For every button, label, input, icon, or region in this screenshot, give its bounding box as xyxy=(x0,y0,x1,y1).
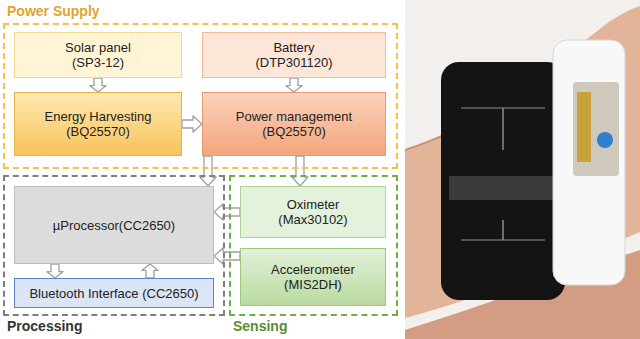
circuit-board xyxy=(577,92,591,162)
block-arrow xyxy=(214,204,240,220)
housing-cavity xyxy=(573,82,619,176)
photo-background xyxy=(405,0,640,339)
ring-window xyxy=(449,176,561,200)
block-arrow xyxy=(182,116,202,132)
solar-cell-line xyxy=(502,108,504,150)
component-box: Bluetooth Interface (CC2650) xyxy=(14,278,214,308)
solar-cell-line xyxy=(502,220,504,240)
sensing-group: SensingOximeter (Max30102)Accelerometer … xyxy=(229,175,398,316)
group-heading: Power Supply xyxy=(7,3,100,19)
component-label: Power management (BQ25570) xyxy=(227,109,362,139)
component-box: Battery (DTP301120) xyxy=(202,32,386,78)
component-box: µProcessor(CC2650) xyxy=(14,186,214,264)
block-arrow xyxy=(142,264,158,278)
ring-band xyxy=(441,62,565,300)
component-box: Accelerometer (MIS2DH) xyxy=(240,248,386,306)
power-supply-group: Power SupplySolar panel (SP3-12)Battery … xyxy=(3,23,398,169)
finger xyxy=(405,6,640,318)
component-label: µProcessor(CC2650) xyxy=(53,218,175,233)
component-label: Bluetooth Interface (CC2650) xyxy=(29,286,198,301)
component-box: Energy Harvesting (BQ25570) xyxy=(14,92,182,156)
component-label: Accelerometer (MIS2DH) xyxy=(253,262,373,292)
block-arrow xyxy=(200,156,216,186)
component-box: Power management (BQ25570) xyxy=(202,92,386,156)
block-arrow xyxy=(292,156,308,186)
ring-photo xyxy=(405,0,640,339)
component-label: Solar panel (SP3-12) xyxy=(48,40,148,70)
processing-group: ProcessingµProcessor(CC2650)Bluetooth In… xyxy=(3,175,225,316)
group-heading: Sensing xyxy=(233,318,287,334)
group-heading: Processing xyxy=(7,318,82,334)
block-arrow xyxy=(47,264,63,278)
block-arrow xyxy=(286,78,302,92)
component-label: Energy Harvesting (BQ25570) xyxy=(33,109,163,139)
ring-housing xyxy=(553,40,625,285)
component-box: Oximeter (Max30102) xyxy=(240,186,386,238)
component-label: Battery (DTP301120) xyxy=(244,40,344,70)
blue-component xyxy=(597,132,613,148)
component-label: Oximeter (Max30102) xyxy=(263,197,363,227)
component-box: Solar panel (SP3-12) xyxy=(14,32,182,78)
block-arrow xyxy=(90,78,106,92)
block-arrow xyxy=(214,248,240,264)
